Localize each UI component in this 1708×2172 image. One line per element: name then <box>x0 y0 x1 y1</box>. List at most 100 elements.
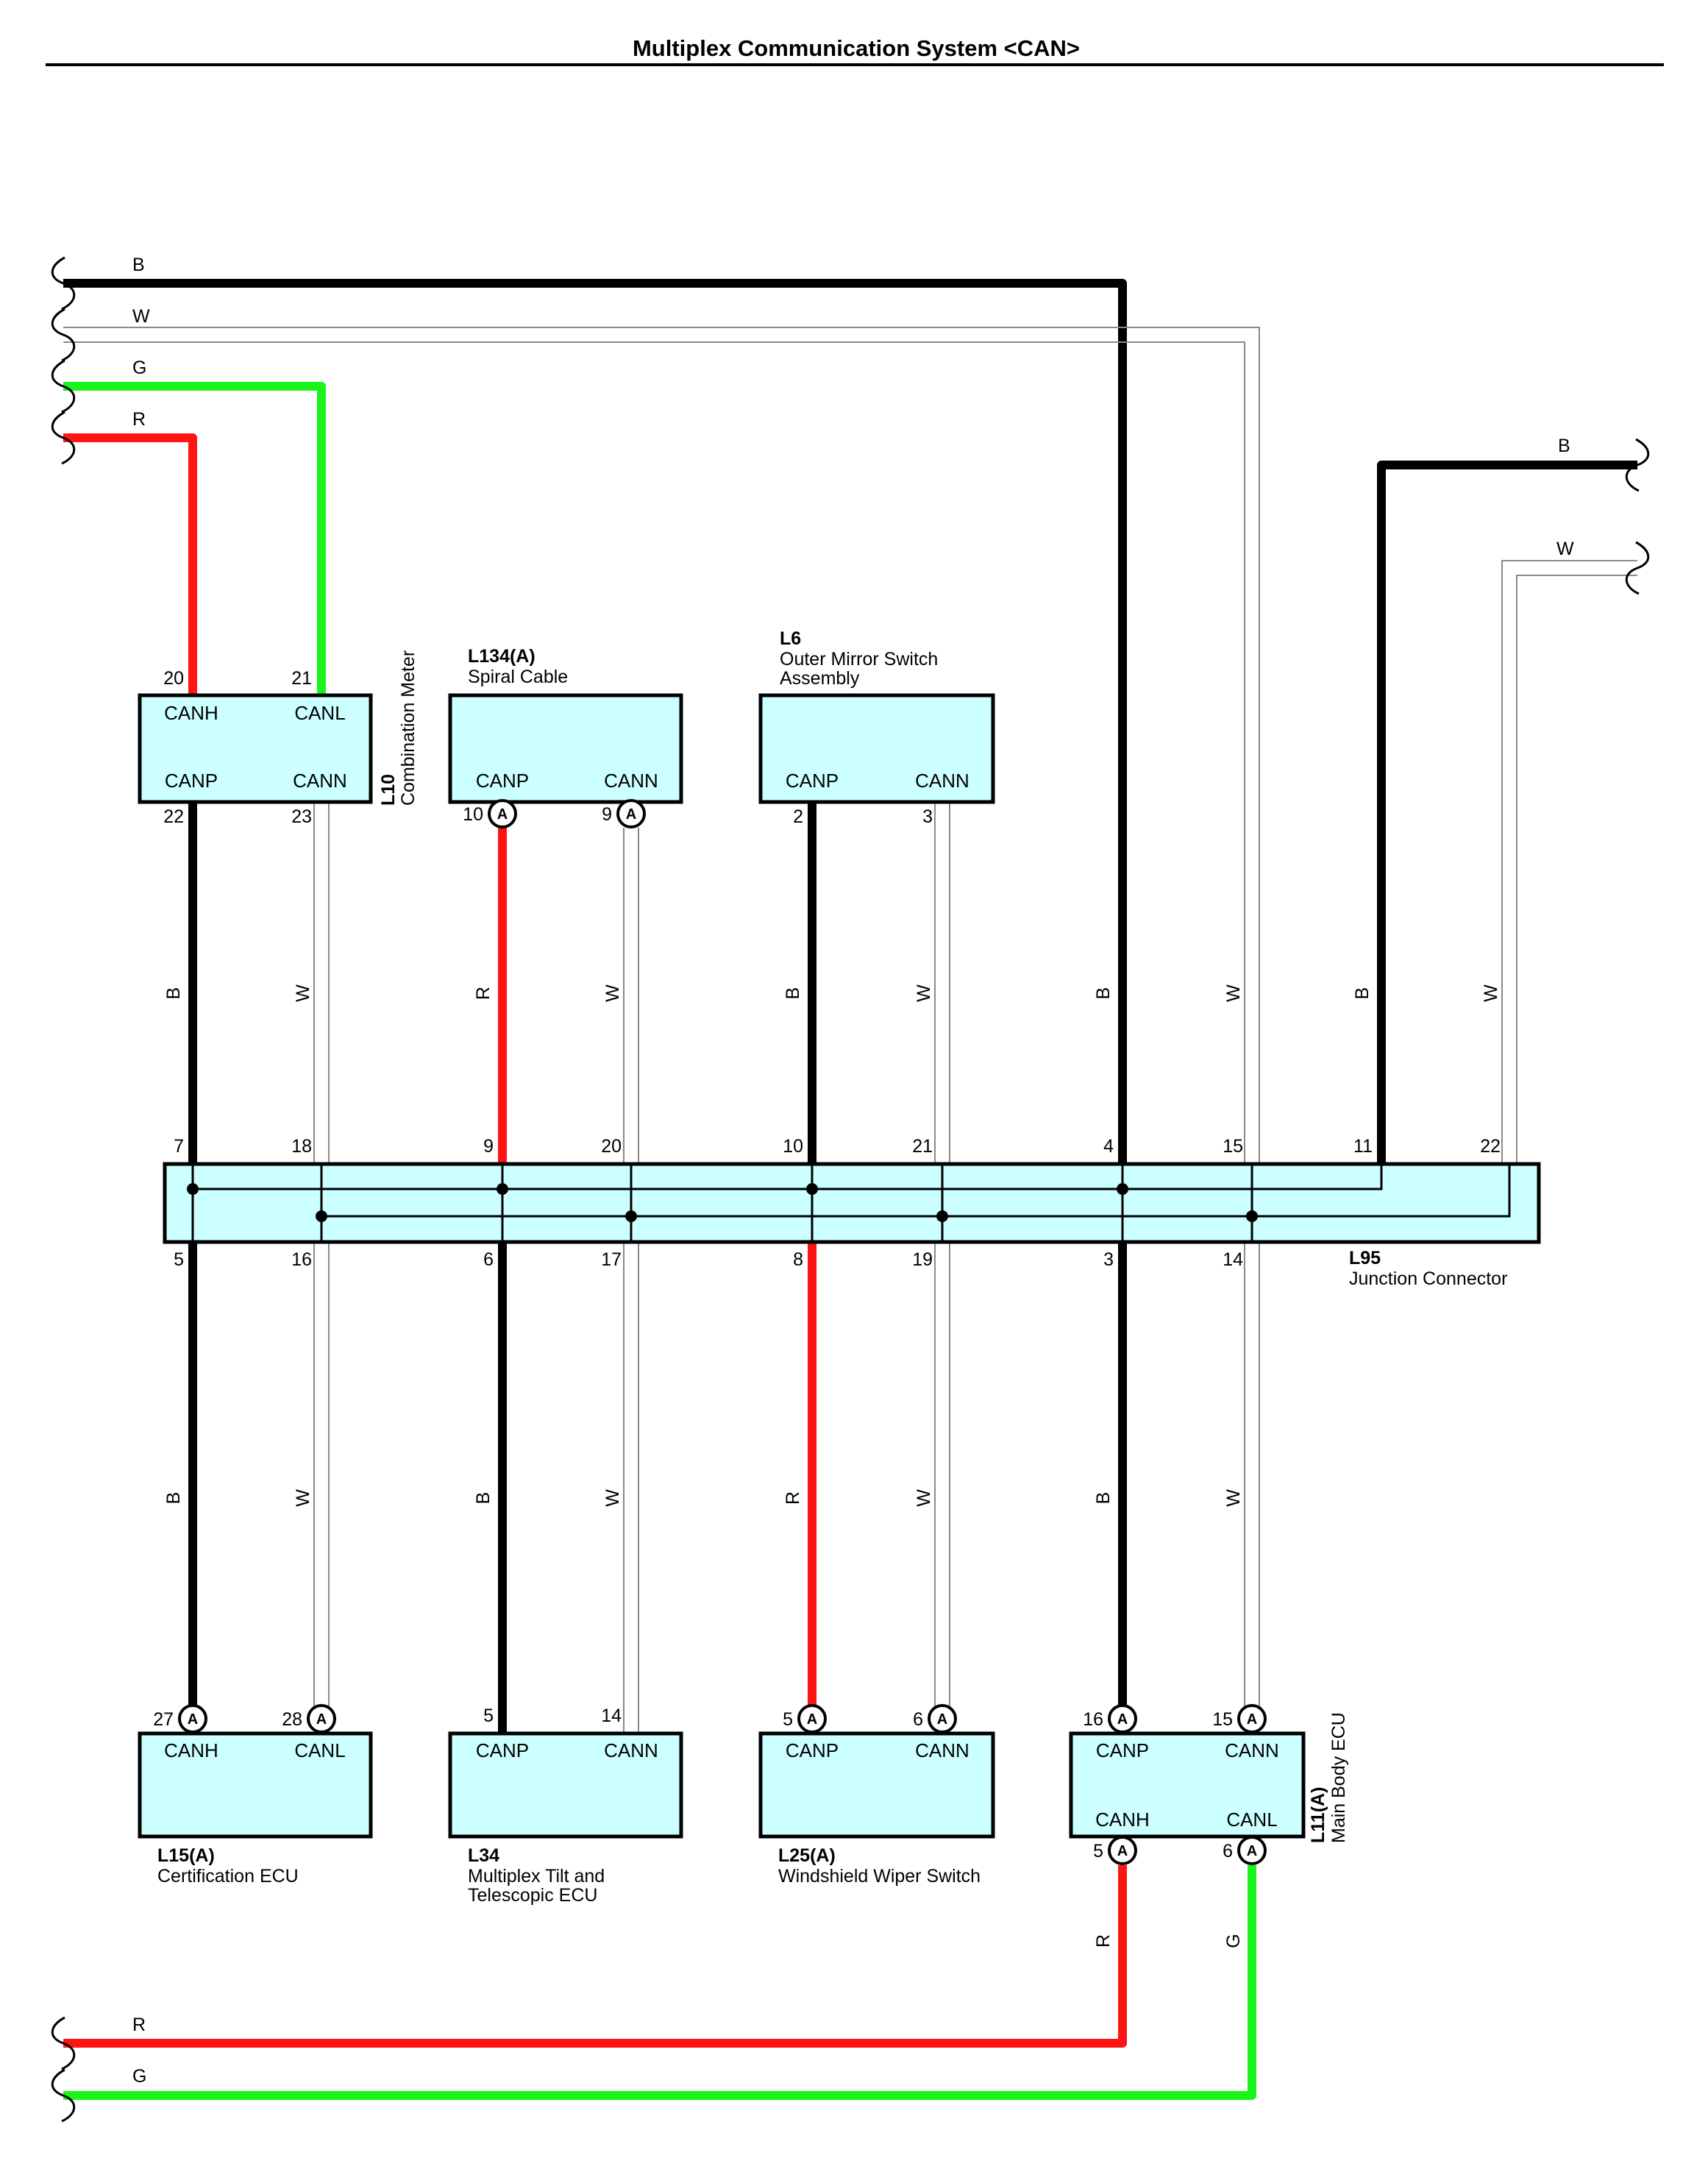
component-l10: 20 21 CANH CANL CANP CANN 22 23 L10 Comb… <box>138 650 419 827</box>
wire-color-label: R <box>1093 1934 1114 1948</box>
connector-a-marker <box>1237 1836 1267 1865</box>
connector-a-letter: A <box>188 1711 198 1728</box>
pin-number: 6 <box>913 1709 923 1730</box>
connector-a-letter: A <box>1117 1711 1128 1728</box>
wire-w-harness-top-b <box>63 341 1245 1164</box>
wire-color-label: W <box>914 984 934 1002</box>
connector-a-marker <box>1108 1704 1137 1733</box>
connector-a-marker <box>928 1704 957 1733</box>
component-name: Telescopic ECU <box>468 1885 597 1906</box>
wire-color-label: W <box>293 984 313 1002</box>
junction-pin-top: 4 <box>1103 1136 1114 1157</box>
harness-label-right-w: W <box>1556 539 1574 559</box>
wire-color-label: B <box>1352 987 1373 1000</box>
pin-number: 2 <box>793 806 803 827</box>
wire-g-l11-harness-bottom <box>63 1865 1256 2100</box>
signal-label: CANP <box>786 1739 839 1761</box>
junction-id: L95 <box>1349 1248 1381 1268</box>
component-id: L10 <box>378 774 399 806</box>
wire-color-label: B <box>783 987 803 1000</box>
signal-label: CANP <box>786 770 839 792</box>
signal-label: CANN <box>915 1739 969 1761</box>
break-mark-left-top-b <box>51 256 76 310</box>
connector-a-letter: A <box>1247 1843 1257 1859</box>
component-id: L34 <box>468 1845 499 1866</box>
pin-number: 15 <box>1212 1709 1233 1730</box>
connector-a-marker <box>307 1704 336 1733</box>
signal-label: CANH <box>164 702 218 724</box>
wire-color-label: W <box>1223 984 1244 1002</box>
connector-a-marker <box>797 1704 827 1733</box>
splice-dot <box>936 1210 948 1222</box>
junction-bus-b <box>193 1164 1383 1190</box>
wire-w-right-a <box>1501 560 1637 1164</box>
wires <box>63 279 1637 2100</box>
junction-pin-bottom: 3 <box>1103 1249 1114 1270</box>
signal-label: CANN <box>604 770 658 792</box>
connector-a-marker <box>178 1704 207 1733</box>
component-id: L15(A) <box>157 1845 215 1866</box>
wire-color-label: B <box>163 1492 184 1505</box>
harness-label-left-bottom-g: G <box>132 2066 146 2087</box>
wire-g-harness-top <box>63 382 326 695</box>
connector-a-marker <box>1237 1704 1267 1733</box>
break-mark-right-w <box>1625 541 1650 595</box>
junction-pin-top: 9 <box>483 1136 494 1157</box>
component-l15: A A 27 28 CANH CANL L15(A) Certification… <box>138 1704 373 1887</box>
junction-pin-top: 15 <box>1223 1136 1243 1157</box>
junction-pin-bottom: 6 <box>483 1249 494 1270</box>
harness-labels: B W G R B W R G <box>132 255 1574 2087</box>
wire-color-label: B <box>1093 987 1114 1000</box>
component-name: Outer Mirror Switch <box>780 649 938 670</box>
break-mark-left-top-g <box>51 359 76 414</box>
component-box <box>1069 1731 1306 1839</box>
signal-label: CANN <box>915 770 969 792</box>
component-box <box>448 1731 683 1839</box>
signal-label: CANN <box>604 1739 658 1761</box>
junction-pin-bottom: 17 <box>601 1249 622 1270</box>
component-box <box>138 693 373 804</box>
page-title: Multiplex Communication System <CAN> <box>633 35 1080 61</box>
wire-color-label: B <box>473 1492 494 1505</box>
wire-color-label: W <box>602 1489 623 1507</box>
component-name: Certification ECU <box>157 1866 299 1887</box>
component-id: L134(A) <box>468 646 535 667</box>
wire-r-l11-harness-bottom <box>63 1865 1127 2048</box>
pin-number: 27 <box>153 1709 174 1730</box>
signal-label: CANL <box>294 702 345 724</box>
component-l25: A A 5 6 CANP CANN L25(A) Windshield Wipe… <box>758 1704 995 1887</box>
junction-pin-top: 18 <box>291 1136 312 1157</box>
splice-dot <box>316 1210 327 1222</box>
component-l11: A A 16 15 CANP CANN CANH CANL A A 5 6 L1… <box>1069 1704 1349 1865</box>
splice-dot <box>497 1183 508 1195</box>
wire-color-label: G <box>1223 1934 1244 1948</box>
break-mark-right-b <box>1625 438 1650 492</box>
signal-label: CANN <box>1225 1739 1279 1761</box>
pin-number: 3 <box>922 806 933 827</box>
component-id: L11(A) <box>1308 1787 1328 1843</box>
connector-a-letter: A <box>1247 1711 1257 1728</box>
signal-label: CANL <box>1226 1809 1277 1831</box>
signal-label: CANP <box>476 770 529 792</box>
wire-w-harness-top-a <box>63 327 1260 1164</box>
break-mark-left-bottom-g <box>51 2068 76 2123</box>
wire-color-label: B <box>1093 1492 1114 1505</box>
pin-number: 14 <box>601 1706 622 1726</box>
harness-label-left-top-w: W <box>132 306 150 327</box>
component-name: Multiplex Tilt and <box>468 1866 605 1887</box>
pin-number: 10 <box>463 804 483 825</box>
component-l34: 5 14 CANP CANN L34 Multiplex Tilt and Te… <box>448 1706 683 1906</box>
splice-dot <box>1117 1183 1128 1195</box>
component-id: L6 <box>780 628 801 649</box>
signal-label: CANP <box>1096 1739 1149 1761</box>
junction-pin-top: 21 <box>912 1136 933 1157</box>
harness-label-left-bottom-r: R <box>132 2015 146 2035</box>
junction-box <box>163 1162 1541 1244</box>
junction-connector-l95: 7 18 9 20 10 21 4 15 11 22 5 16 6 17 8 1… <box>163 1136 1541 1289</box>
wire-color-label: B <box>163 987 184 1000</box>
component-name: Assembly <box>780 668 860 689</box>
connector-a-letter: A <box>497 806 508 823</box>
pin-number: 5 <box>783 1709 793 1730</box>
connector-a-letter: A <box>316 1711 327 1728</box>
